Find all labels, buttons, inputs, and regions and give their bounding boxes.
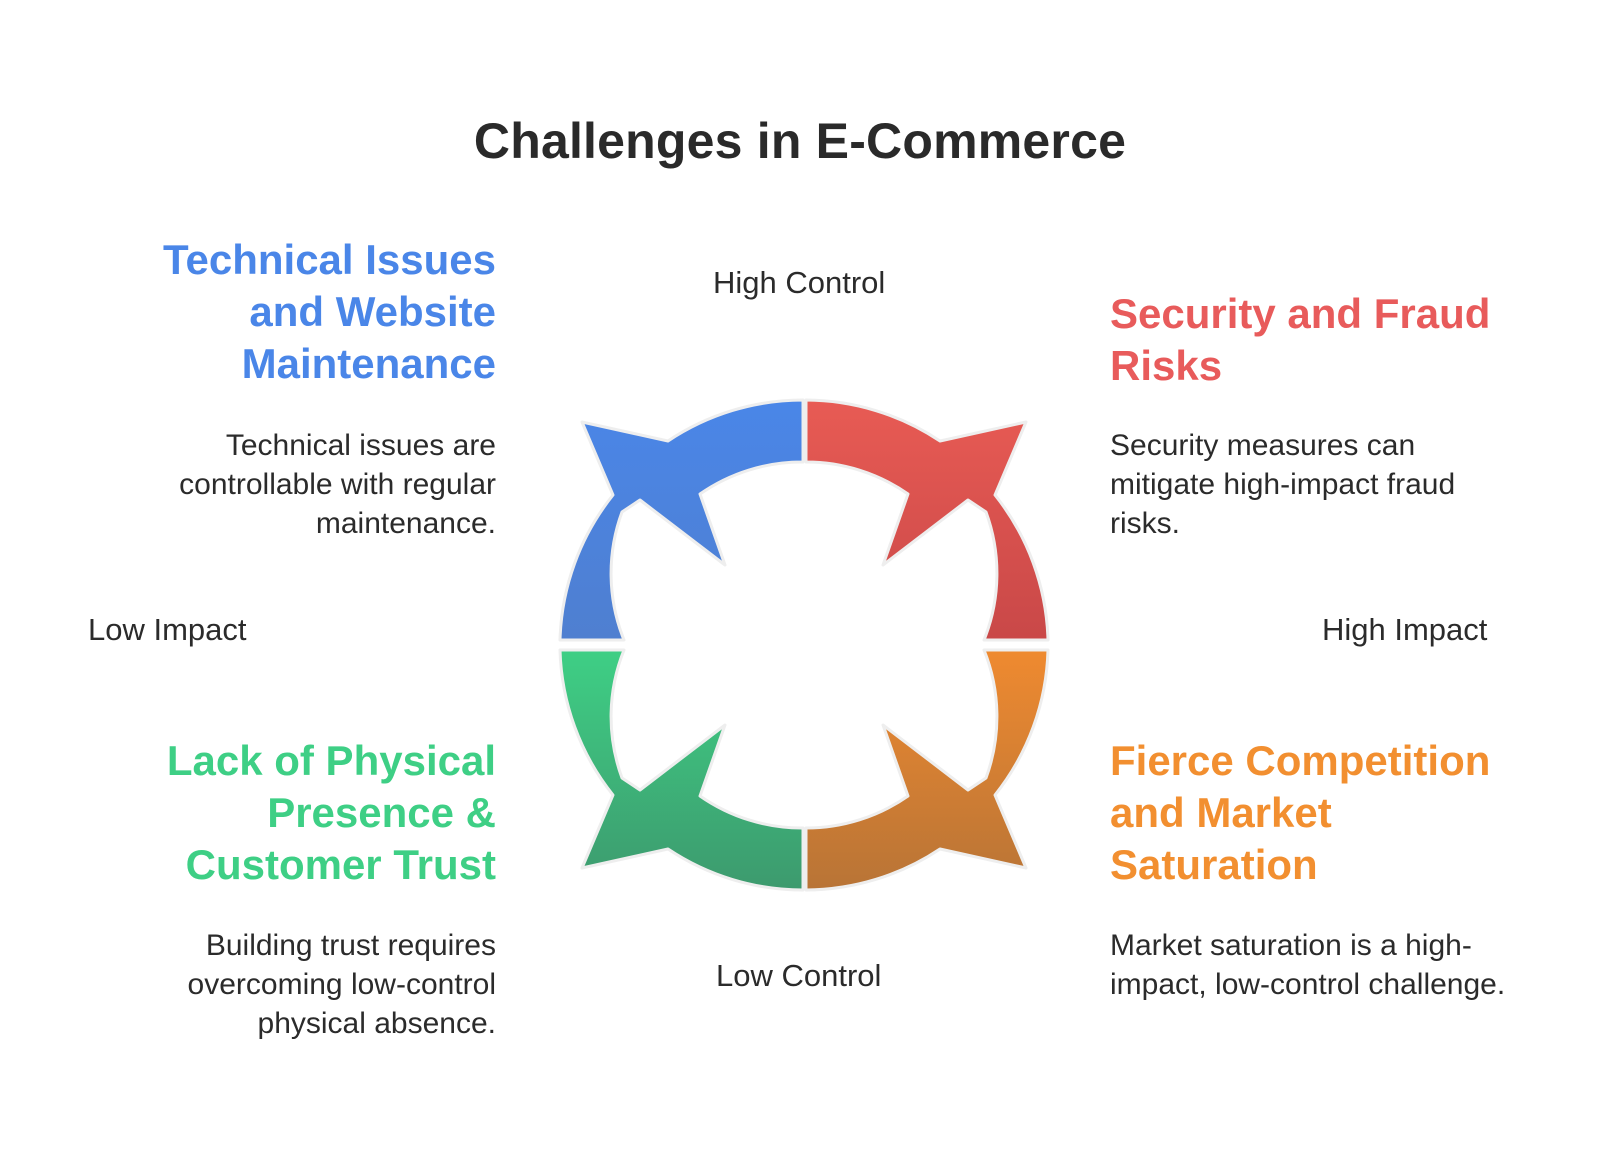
- quadrant-desc-fierce-competition: Market saturation is a high-impact, low-…: [1110, 929, 1506, 1001]
- segment-physical-presence: [558, 648, 805, 892]
- axis-label-high-impact: High Impact: [1322, 612, 1488, 647]
- quadrant-title-technical-issues: Technical Issues and Website Maintenance: [162, 236, 496, 387]
- quadrant-title-fierce-competition: Fierce Competition and Market Saturation: [1110, 737, 1491, 888]
- segment-security-fraud: [804, 398, 1050, 642]
- segment-fierce-competition: [804, 648, 1050, 892]
- quadrant-title-physical-presence: Lack of Physical Presence & Customer Tru…: [166, 737, 496, 888]
- quadrant-desc-physical-presence: Building trust requires overcoming low-c…: [187, 929, 496, 1040]
- axis-label-low-control: Low Control: [716, 958, 882, 993]
- quadrant-desc-technical-issues: Technical issues are controllable with r…: [179, 429, 496, 540]
- axis-label-low-impact: Low Impact: [88, 612, 247, 647]
- segment-technical-issues: [558, 398, 805, 642]
- quadrant-desc-security-fraud: Security measures can mitigate high-impa…: [1110, 429, 1456, 540]
- quadrant-title-security-fraud: Security and Fraud Risks: [1110, 290, 1491, 389]
- axis-label-high-control: High Control: [713, 265, 886, 300]
- page-title: Challenges in E-Commerce: [473, 113, 1127, 169]
